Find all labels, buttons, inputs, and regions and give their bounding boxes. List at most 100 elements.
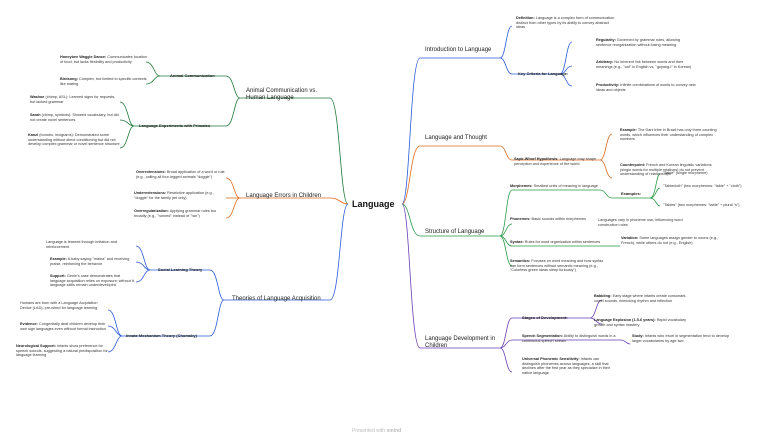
topic-introduction[interactable]: Introduction to Language xyxy=(425,47,492,53)
leaf-label: Underextensions: xyxy=(134,191,167,195)
leaf-study[interactable]: Study: Infants who excel in segmentation… xyxy=(632,334,732,343)
topic-structure[interactable]: Structure of Language xyxy=(425,229,485,235)
leaf-text: (bonobo, lexigrams): Demonstrated some u… xyxy=(28,133,120,147)
leaf-example-tablecloth[interactable]: "Tablecloth" (two morphemes: "table" + "… xyxy=(663,184,742,188)
leaf-explosion[interactable]: Language Explosion (1.5-6 years): Rapid … xyxy=(594,318,694,327)
leaf-text: Language may shape perception and experi… xyxy=(514,157,597,166)
leaf-label: Washoe xyxy=(30,95,45,99)
leaf-label: Semantics: xyxy=(510,259,531,263)
footer-brand: xmind xyxy=(386,428,402,434)
leaf-overregularization[interactable]: Overregularization: Applying grammar rul… xyxy=(134,209,226,218)
leaf-text: Communicates location of food, but lacks… xyxy=(60,55,147,64)
leaf-label: Arbitrary: xyxy=(596,60,614,64)
leaf-regularity[interactable]: Regularity: Governed by grammar rules, a… xyxy=(596,38,696,47)
leaf-definition[interactable]: Definition: Language is a complex form o… xyxy=(516,16,616,30)
leaf-phonemic-sensitivity[interactable]: Universal Phonemic Sensitivity: Infants … xyxy=(522,357,618,375)
leaf-text: The Dani tribe in Brazil has only three … xyxy=(620,128,717,142)
leaf-label: Study: xyxy=(632,334,644,338)
leaf-label: Definition: xyxy=(516,16,535,20)
leaf-text: Language is a complex form of communicat… xyxy=(516,16,615,30)
leaf-arbitrary[interactable]: Arbitrary: No inherent link between word… xyxy=(596,60,696,69)
leaf-label: Regularity: xyxy=(596,38,616,42)
leaf-text: Restrictive application (e.g., "doggie" … xyxy=(134,191,214,200)
leaf-label: Language Explosion (1.5-6 years): xyxy=(594,318,656,322)
leaf-learned-imitation[interactable]: Language is learned through imitation an… xyxy=(46,240,117,249)
topic-language-thought[interactable]: Language and Thought xyxy=(425,135,487,141)
leaf-text: Broad application of a word or rule (e.g… xyxy=(136,170,225,179)
leaf-label: Counterpoint: xyxy=(620,163,646,167)
leaf-birdsong[interactable]: Birdsong: Complex, but limited to specif… xyxy=(60,77,148,86)
subtopic-innate-mechanism[interactable]: Innate Mechanism Theory (Chomsky) xyxy=(126,333,197,338)
leaf-text: Early stage where infants create consona… xyxy=(594,294,687,303)
leaf-productivity[interactable]: Productivity: Infinite combinations of w… xyxy=(596,83,696,92)
leaf-example-table[interactable]: "Table" (single morpheme) xyxy=(663,171,708,175)
leaf-text: Congenitally deaf children develop their… xyxy=(20,322,106,331)
leaf-overextensions[interactable]: Overextensions: Broad application of a w… xyxy=(136,170,226,179)
leaf-lad[interactable]: Humans are born with a Language Acquisit… xyxy=(20,301,98,310)
footer-watermark: Presented with xmind xyxy=(352,428,401,434)
leaf-label: Evidence: xyxy=(20,322,38,326)
leaf-text: Infants can distinguish phonemes across … xyxy=(522,357,611,375)
leaf-phonemes[interactable]: Phonemes: Basic sounds within morphemes xyxy=(510,217,596,222)
leaf-variation[interactable]: Variation: Some languages assign gender … xyxy=(621,236,721,245)
leaf-underextensions[interactable]: Underextensions: Restrictive application… xyxy=(134,191,226,200)
subtopic-social-learning[interactable]: Social Learning Theory xyxy=(158,267,203,272)
leaf-label: Sarah xyxy=(30,113,41,117)
leaf-text: Rules for word organization within sente… xyxy=(524,240,601,244)
leaf-text: French and Korean linguistic variations … xyxy=(620,163,712,177)
leaf-label: Babbling: xyxy=(594,294,612,298)
leaf-text: Focuses on word meaning and how syntax c… xyxy=(510,259,604,273)
central-topic[interactable]: Language xyxy=(352,199,395,209)
leaf-syntax[interactable]: Syntax: Rules for word organization with… xyxy=(510,240,610,245)
leaf-kanzi[interactable]: Kanzi (bonobo, lexigrams): Demonstrated … xyxy=(28,133,120,147)
leaf-segmentation[interactable]: Speech Segmentation: Ability to distingu… xyxy=(522,334,618,343)
leaf-label: Example: xyxy=(50,257,67,261)
leaf-label: Overextensions: xyxy=(136,170,166,174)
leaf-text: Applying grammar rules too broadly (e.g.… xyxy=(134,209,217,218)
leaf-text: Complex, but limited to specific context… xyxy=(60,77,147,86)
leaf-label: Birdsong: xyxy=(60,77,78,81)
leaf-text: Infants who excel in segmentation tend t… xyxy=(632,334,730,343)
leaf-label: Honeybee Waggle Dance: xyxy=(60,55,107,59)
leaf-genie-support[interactable]: Support: Genie's case demonstrates that … xyxy=(50,274,136,288)
leaf-example-tables[interactable]: "Tables" (two morphemes: "table" + plura… xyxy=(663,203,740,207)
leaf-label: Support: xyxy=(50,274,66,278)
leaf-text: Rapid vocabulary growth and syntax maste… xyxy=(594,318,687,327)
subtopic-examples[interactable]: Examples: xyxy=(621,191,642,196)
leaf-mama-example[interactable]: Example: A baby saying "mama" and receiv… xyxy=(50,257,136,266)
leaf-label: Speech Segmentation: xyxy=(522,334,563,338)
topic-development[interactable]: Language Development in Children xyxy=(425,336,496,349)
leaf-morphemes[interactable]: Morphemes: Smallest units of meaning in … xyxy=(510,184,606,189)
leaf-dani-example[interactable]: Example: The Dani tribe in Brazil has on… xyxy=(620,128,720,142)
leaf-sarah[interactable]: Sarah (chimp, symbols): Showed vocabular… xyxy=(30,113,120,122)
leaf-label: Example: xyxy=(620,128,637,132)
leaf-label: Universal Phonemic Sensitivity: xyxy=(522,357,580,361)
subtopic-stages[interactable]: Stages of Development: xyxy=(522,315,568,320)
topic-acquisition-theories[interactable]: Theories of Language Acquisition xyxy=(232,296,321,302)
leaf-text: No inherent link between words and their… xyxy=(596,60,692,69)
leaf-phonemes-note[interactable]: Languages vary in phoneme use, influenci… xyxy=(598,218,683,227)
subtopic-primate-experiments[interactable]: Language Experiments with Primates xyxy=(139,123,211,128)
leaf-neurological[interactable]: Neurological Support: Infants show prefe… xyxy=(16,344,108,358)
leaf-counterpoint[interactable]: Counterpoint: French and Korean linguist… xyxy=(620,163,720,177)
leaf-honeybee[interactable]: Honeybee Waggle Dance: Communicates loca… xyxy=(60,55,148,64)
topic-animal-communication[interactable]: Animal Communication vs. Human Language xyxy=(246,88,318,101)
leaf-babbling[interactable]: Babbling: Early stage where infants crea… xyxy=(594,294,694,303)
leaf-label: Productivity: xyxy=(596,83,620,87)
leaf-label: Syntax: xyxy=(510,240,524,244)
subtopic-key-criteria[interactable]: Key Criteria for Language: xyxy=(518,71,569,76)
leaf-text: Genie's case demonstrates that language … xyxy=(50,274,135,288)
subtopic-animal-communication[interactable]: Animal Communication xyxy=(170,73,215,78)
topic-language-errors[interactable]: Language Errors in Children xyxy=(246,193,322,199)
leaf-text: Basic sounds within morphemes xyxy=(531,217,586,221)
leaf-semantics[interactable]: Semantics: Focuses on word meaning and h… xyxy=(510,259,610,273)
leaf-label: Variation: xyxy=(621,236,639,240)
leaf-text: Smallest units of meaning in language xyxy=(533,184,598,188)
leaf-sapir-whorf[interactable]: Sapir-Whorf Hypothesis: Language may sha… xyxy=(514,157,614,166)
leaf-text: Infinite combinations of words to convey… xyxy=(596,83,696,92)
leaf-washoe[interactable]: Washoe (chimp, ASL): Learned signs for r… xyxy=(30,95,120,104)
leaf-text: (chimp, symbols): Showed vocabulary, but… xyxy=(30,113,119,122)
leaf-deaf-evidence[interactable]: Evidence: Congenitally deaf children dev… xyxy=(20,322,108,331)
leaf-label: Kanzi xyxy=(28,133,39,137)
